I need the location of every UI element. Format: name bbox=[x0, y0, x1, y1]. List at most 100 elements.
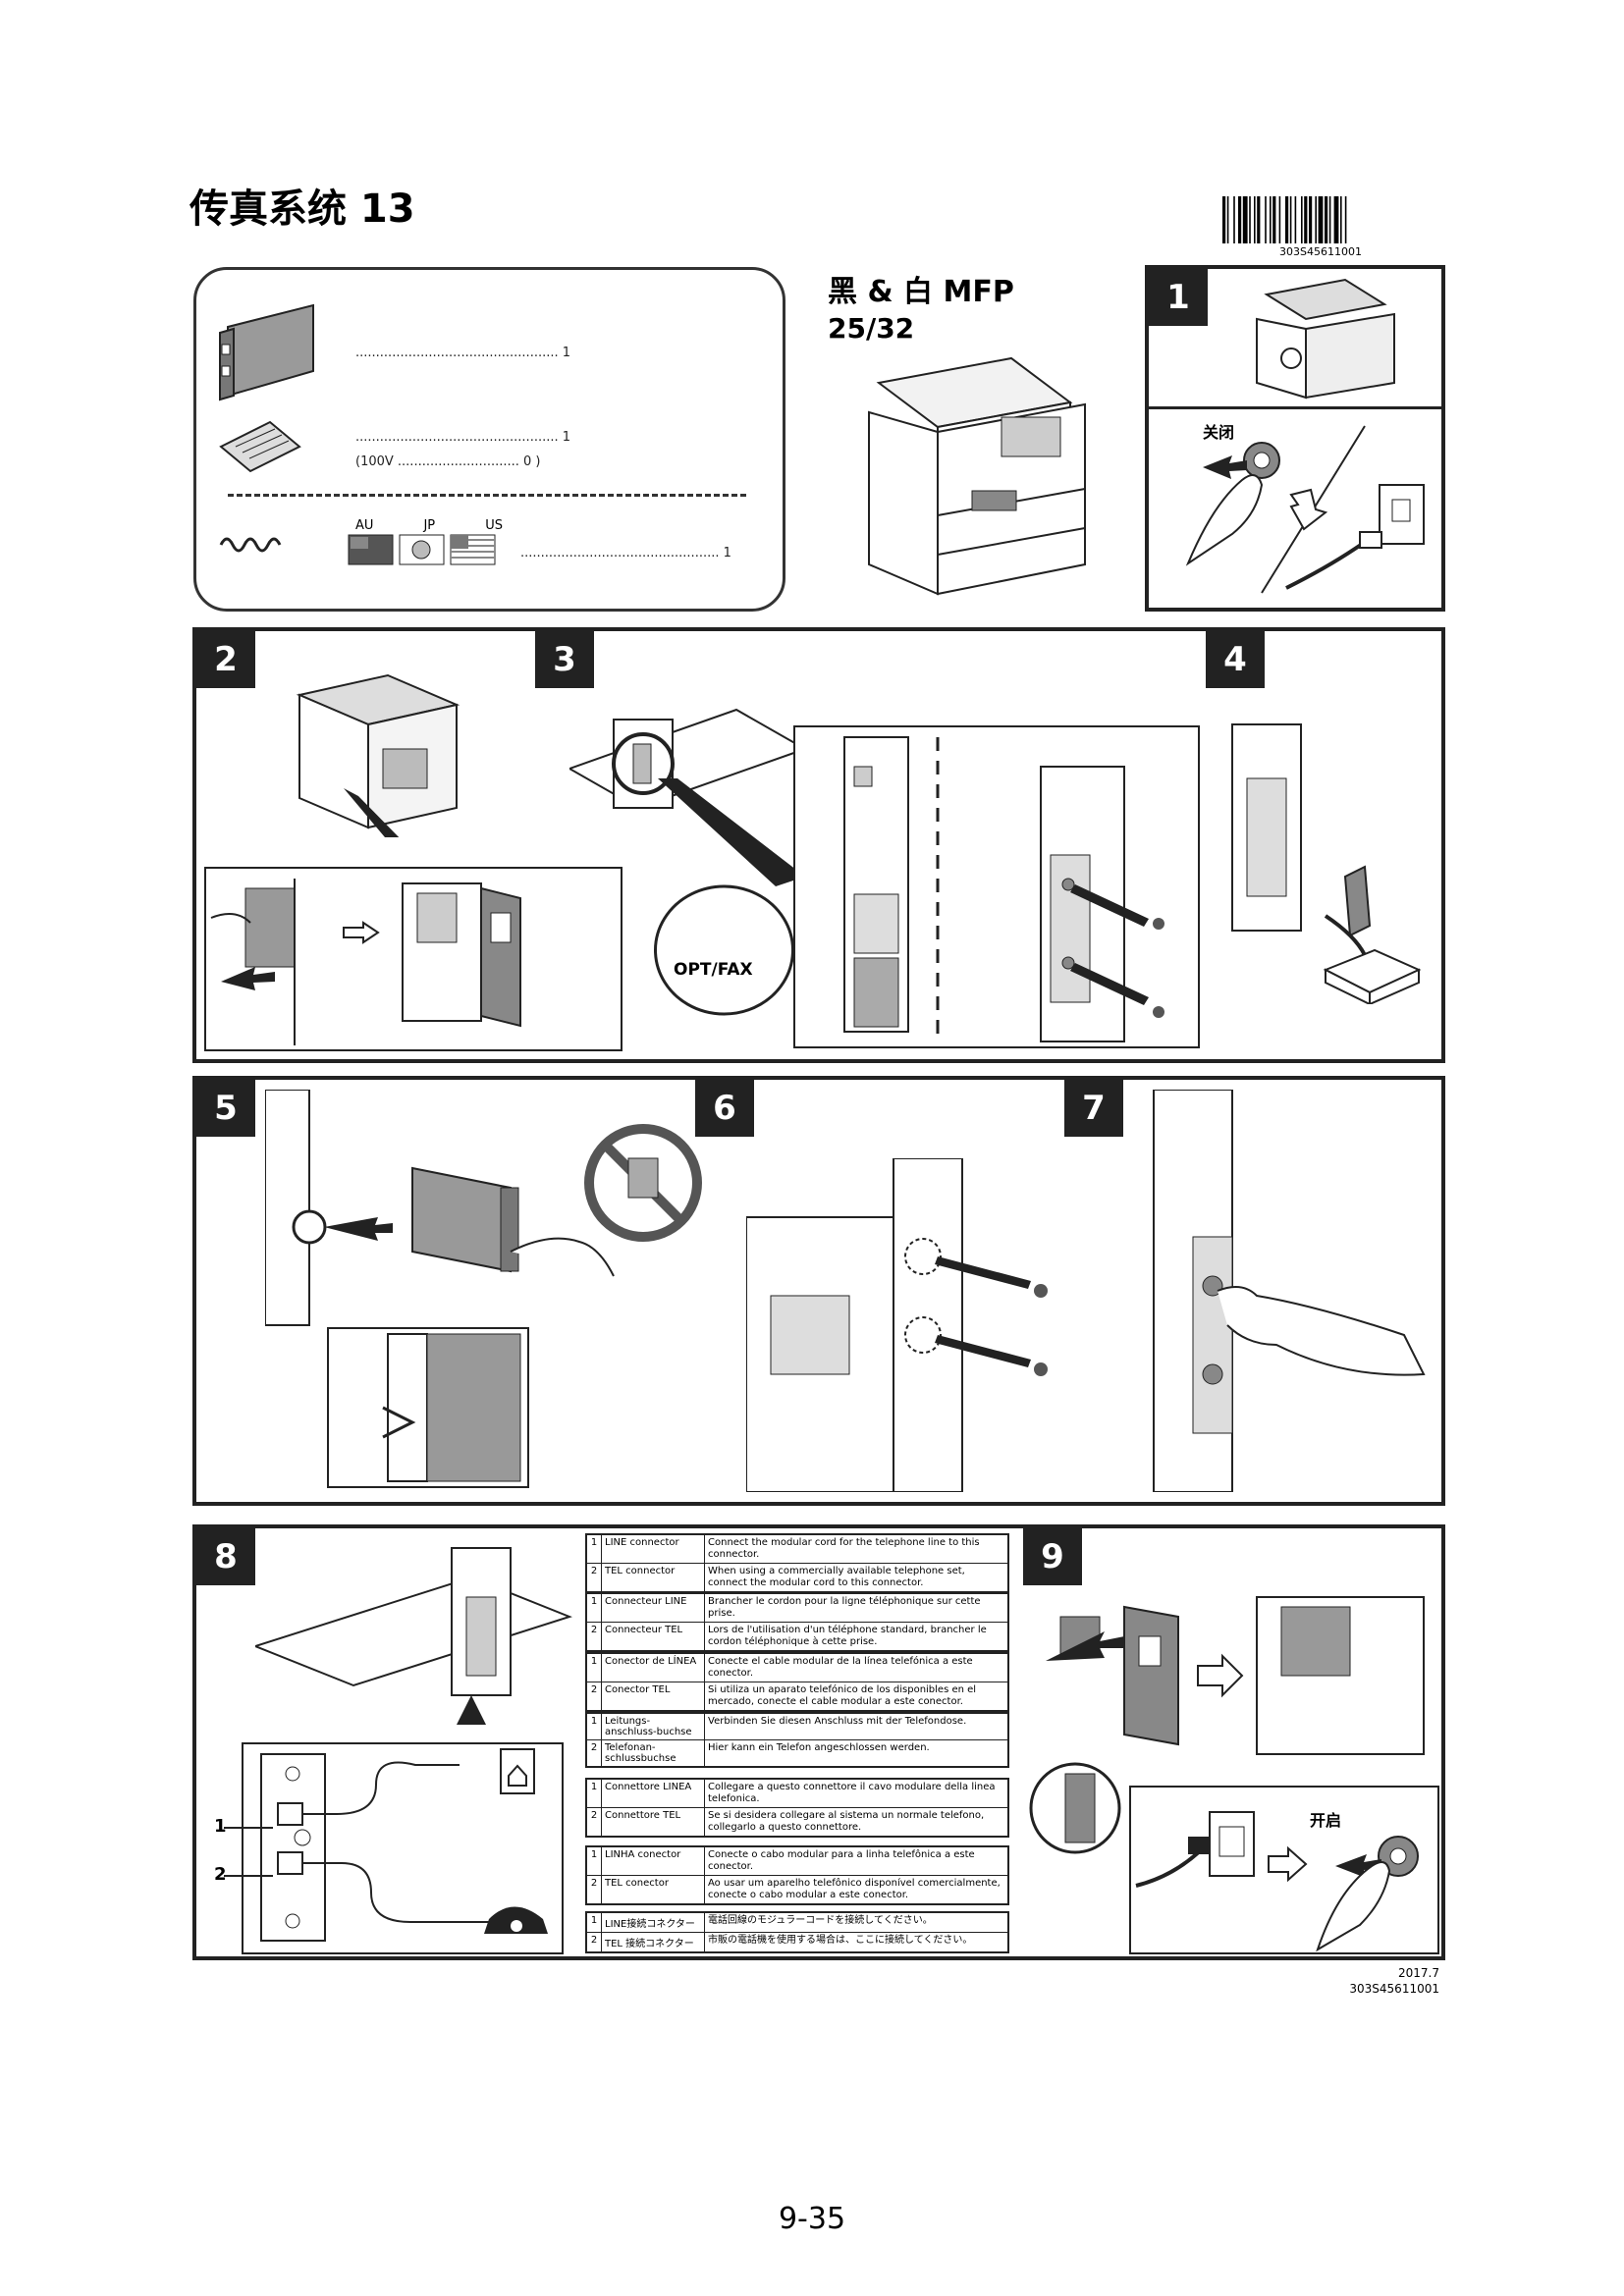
line-tel-wiring bbox=[260, 1748, 548, 1942]
connector-1-callout: 1 bbox=[214, 1816, 227, 1837]
row-desc: Ao usar um aparelho telefônico disponíve… bbox=[708, 1878, 1001, 1900]
row-label: Conector de LÍNEA bbox=[602, 1654, 705, 1682]
parts-divider bbox=[228, 494, 746, 497]
step-4-remove-cover bbox=[1231, 723, 1422, 1004]
item-3-leader: ........................................… bbox=[520, 546, 731, 561]
power-on-label: 开启 bbox=[1310, 1811, 1342, 1830]
step-3-machine-rear bbox=[569, 708, 808, 810]
row-label: TEL conector bbox=[602, 1876, 705, 1903]
model-line1: 黑 & 白 MFP bbox=[828, 275, 1014, 309]
row-label: LINHA conector bbox=[602, 1847, 705, 1875]
item-2-note-suffix: 0 ) bbox=[523, 454, 541, 469]
row-desc: Lors de l'utilisation d'un téléphone sta… bbox=[708, 1625, 987, 1647]
step-3-pointer bbox=[658, 778, 805, 886]
row-label: Telefonan-schlussbuchse bbox=[602, 1740, 705, 1766]
opt-fax-label: OPT/FAX bbox=[674, 960, 753, 980]
model-line2: 25/32 bbox=[828, 312, 915, 345]
step-2-machine-rear bbox=[296, 673, 460, 837]
connector-1-leader bbox=[224, 1827, 273, 1829]
row-number: 2 bbox=[587, 1876, 602, 1903]
steps-5-7-panel: 5 6 7 bbox=[192, 1076, 1445, 1506]
row-desc: 市販の電話機を使用する場合は、ここに接続してください。 bbox=[708, 1935, 973, 1946]
fax-board-illustration bbox=[219, 303, 314, 401]
step-3-screw-removal bbox=[843, 736, 1164, 1042]
region-labels: AU JP US bbox=[355, 518, 503, 533]
region-flags bbox=[348, 534, 496, 565]
row-label: TEL 接続コネクター bbox=[602, 1933, 705, 1951]
step-8-machine-rear bbox=[255, 1547, 572, 1725]
row-desc: When using a commercially available tele… bbox=[708, 1566, 965, 1588]
step-1-divider bbox=[1149, 406, 1441, 409]
step-9-detail-circle bbox=[1029, 1762, 1121, 1854]
step-5-number: 5 bbox=[196, 1080, 255, 1137]
step-8-connector-diagram bbox=[242, 1742, 564, 1954]
row-label: Connecteur TEL bbox=[602, 1623, 705, 1650]
region-au: AU bbox=[355, 518, 374, 533]
row-number: 2 bbox=[587, 1933, 602, 1951]
step-8-number: 8 bbox=[196, 1528, 255, 1585]
step-2-cover-removal bbox=[210, 879, 521, 1045]
step-7-tighten-screws bbox=[1153, 1090, 1426, 1492]
connector-2-callout: 2 bbox=[214, 1864, 227, 1885]
step-2-number: 2 bbox=[196, 631, 255, 688]
step-5-rail-detail bbox=[382, 1333, 521, 1482]
row-number: 2 bbox=[587, 1564, 602, 1591]
step-9-reattach-cover bbox=[1046, 1596, 1425, 1755]
mfp-machine-illustration bbox=[868, 356, 1086, 596]
step-1-panel: 1 关闭 bbox=[1145, 265, 1445, 612]
step-5-detail-box bbox=[327, 1327, 529, 1488]
item-1-leader: ........................................… bbox=[355, 346, 571, 360]
row-number: 1 bbox=[587, 1847, 602, 1875]
step-1-number: 1 bbox=[1149, 269, 1208, 326]
row-number: 1 bbox=[587, 1535, 602, 1563]
connector-2-leader bbox=[224, 1875, 273, 1877]
page-title: 传真系统 13 bbox=[189, 187, 415, 232]
step-3-detail-box bbox=[793, 725, 1200, 1048]
region-jp: JP bbox=[423, 518, 436, 533]
barcode-number: 303S45611001 bbox=[1279, 245, 1362, 258]
opt-fax-bubble bbox=[654, 884, 794, 1016]
step-7-number: 7 bbox=[1064, 1080, 1123, 1137]
item-2-note: (100V .............................. 0 ) bbox=[355, 454, 541, 469]
item-2-qty: 1 bbox=[562, 430, 571, 445]
barcode-image bbox=[1222, 196, 1347, 243]
step-1-machine bbox=[1256, 278, 1395, 400]
footer-info: 2017.7 303S45611001 bbox=[1349, 1966, 1439, 1997]
step-9-power-on-box: 开启 bbox=[1129, 1786, 1439, 1954]
row-number: 1 bbox=[587, 1913, 602, 1932]
row-number: 1 bbox=[587, 1780, 602, 1807]
step-3-number: 3 bbox=[535, 631, 594, 688]
phone-cord-icon bbox=[219, 537, 282, 553]
row-desc: Brancher le cordon pour la ligne télépho… bbox=[708, 1596, 981, 1619]
footer-date: 2017.7 bbox=[1398, 1966, 1439, 1980]
row-desc: Se si desidera collegare al sistema un n… bbox=[708, 1810, 985, 1833]
step-5-insert-board bbox=[265, 1090, 702, 1326]
region-us: US bbox=[485, 518, 503, 533]
power-on-illustration bbox=[1135, 1811, 1419, 1952]
row-label: Connettore TEL bbox=[602, 1808, 705, 1836]
row-label: LINE接続コネクター bbox=[602, 1913, 705, 1932]
row-number: 1 bbox=[587, 1654, 602, 1682]
step-4-number: 4 bbox=[1206, 631, 1265, 688]
row-desc: Hier kann ein Telefon angeschlossen werd… bbox=[708, 1742, 930, 1753]
step-6-number: 6 bbox=[695, 1080, 754, 1137]
label-sheet-illustration bbox=[219, 420, 301, 473]
item-2-leader: ........................................… bbox=[355, 430, 571, 445]
row-label: Connettore LINEA bbox=[602, 1780, 705, 1807]
parts-list-box bbox=[193, 267, 785, 612]
row-label: TEL connector bbox=[602, 1564, 705, 1591]
